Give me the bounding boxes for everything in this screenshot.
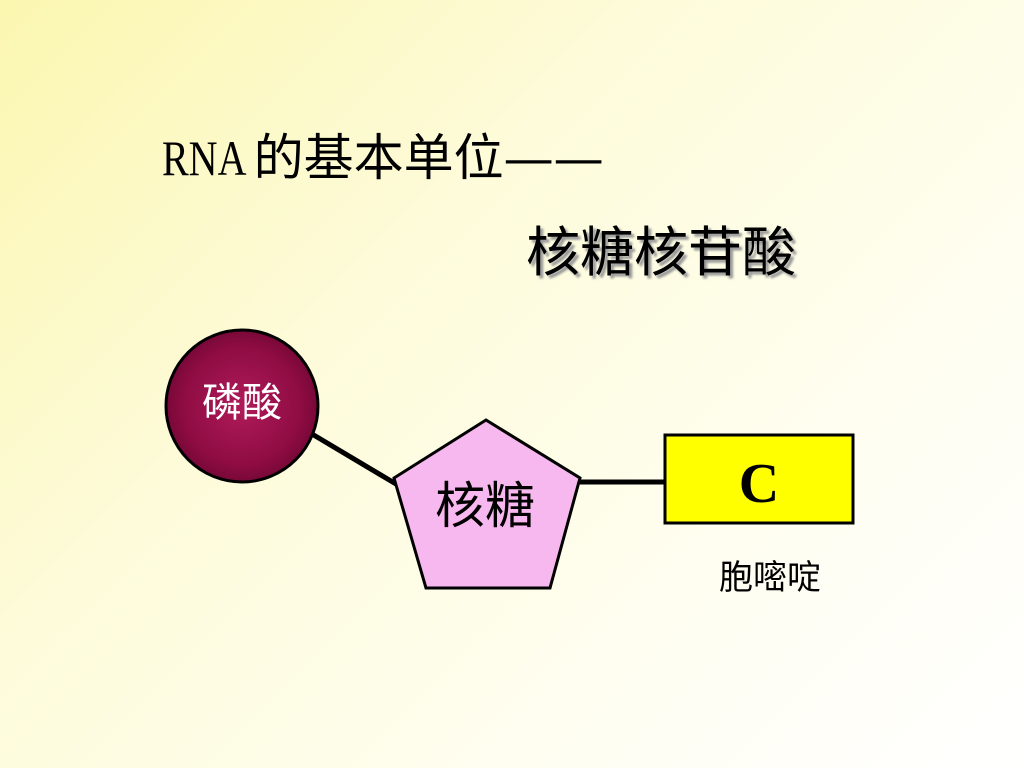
base-letter-label: C <box>738 453 780 515</box>
phosphate-label: 磷酸 <box>202 380 282 426</box>
page-subtitle: 核糖核苷酸 <box>526 221 796 284</box>
phosphate-circle <box>164 328 320 484</box>
phosphate-sugar-bond <box>310 431 398 487</box>
ribose-label: 核糖 <box>435 477 535 535</box>
base-name-label: 胞嘧啶 <box>719 558 821 598</box>
base-box <box>663 433 855 525</box>
ribose-pentagon <box>392 418 582 590</box>
title-rest-text: 的基本单位—— <box>253 129 604 187</box>
title-rna-text: RNA <box>162 130 247 186</box>
